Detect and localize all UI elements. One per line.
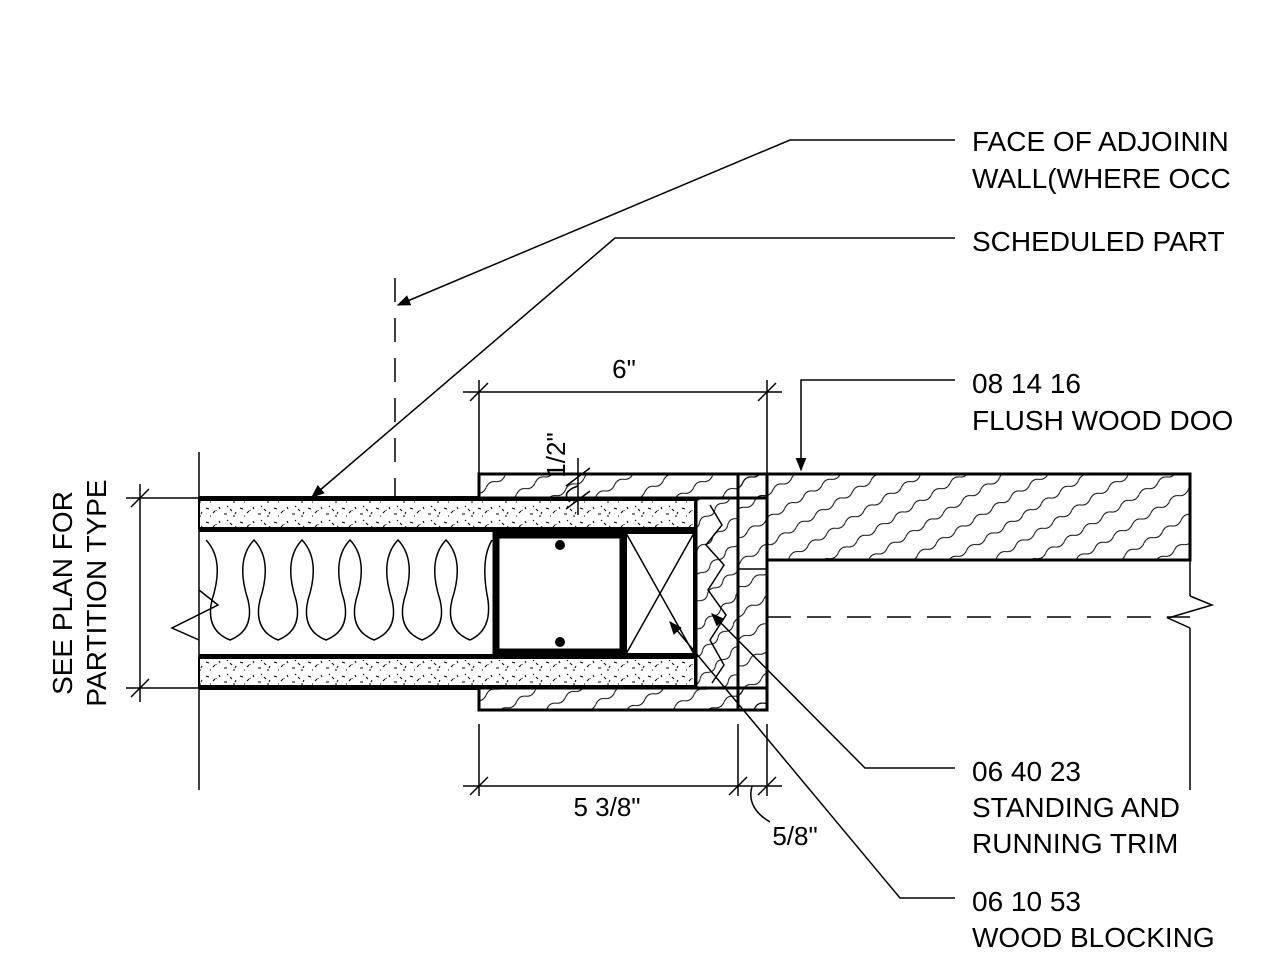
dim-five-three-eighths-label: 5 3/8": [573, 792, 640, 822]
dimension-partition-width: SEE PLAN FOR PARTITION TYPE: [47, 479, 199, 707]
partition-wall: [170, 452, 696, 790]
note-face-of-wall-line2: WALL(WHERE OCC: [972, 163, 1231, 194]
note-trim-code: 06 40 23: [972, 756, 1081, 787]
partition-note-line1: SEE PLAN FOR: [47, 491, 78, 695]
batt-insulation: [205, 538, 493, 641]
gypsum-board-top: [198, 499, 696, 529]
leader-trim: [711, 613, 955, 769]
dimension-five-three-eighths: 5 3/8": [463, 724, 782, 822]
dimension-five-eighths: 5/8": [750, 785, 818, 851]
gypsum-board-bottom: [198, 657, 696, 687]
leader-face-of-wall: [396, 139, 955, 306]
note-blocking-label: WOOD BLOCKING: [972, 922, 1215, 953]
leader-flush-wood-door: [795, 379, 955, 472]
metal-stud: [492, 531, 627, 656]
partition-note-line2: PARTITION TYPE: [81, 479, 112, 706]
note-blocking-code: 06 10 53: [972, 886, 1081, 917]
wood-blocking: [625, 532, 695, 655]
note-door-code: 08 14 16: [972, 368, 1081, 399]
note-trim-label1: STANDING AND: [972, 792, 1180, 823]
leader-scheduled-partition: [310, 237, 955, 498]
note-door-label: FLUSH WOOD DOO: [972, 405, 1233, 436]
dimension-half-inch: 1/2": [541, 432, 591, 515]
note-face-of-wall-line1: FACE OF ADJOININ: [972, 126, 1229, 157]
dim-six-inch-label: 6": [612, 354, 636, 384]
flush-wood-door: [738, 472, 1215, 790]
dim-five-eighths-label: 5/8": [772, 821, 817, 851]
dimension-six-inch: 6": [463, 354, 782, 474]
leader-wood-blocking: [669, 620, 955, 899]
note-scheduled-partition: SCHEDULED PART: [972, 226, 1225, 257]
dim-half-inch-label: 1/2": [541, 432, 571, 477]
note-trim-label2: RUNNING TRIM: [972, 828, 1178, 859]
standing-running-trim: [477, 472, 769, 712]
